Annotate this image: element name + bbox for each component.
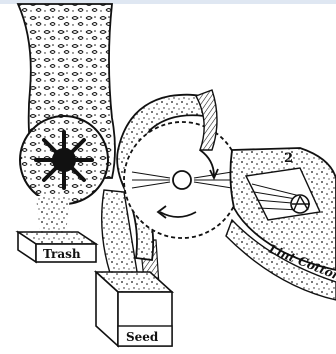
- spiked-cylinder: [20, 116, 108, 204]
- figure-number: 2: [284, 151, 293, 166]
- brush-drum: [124, 122, 240, 238]
- seed-label: Seed: [126, 330, 159, 344]
- trash-label: Trash: [43, 247, 81, 261]
- trash-fall: [36, 196, 70, 234]
